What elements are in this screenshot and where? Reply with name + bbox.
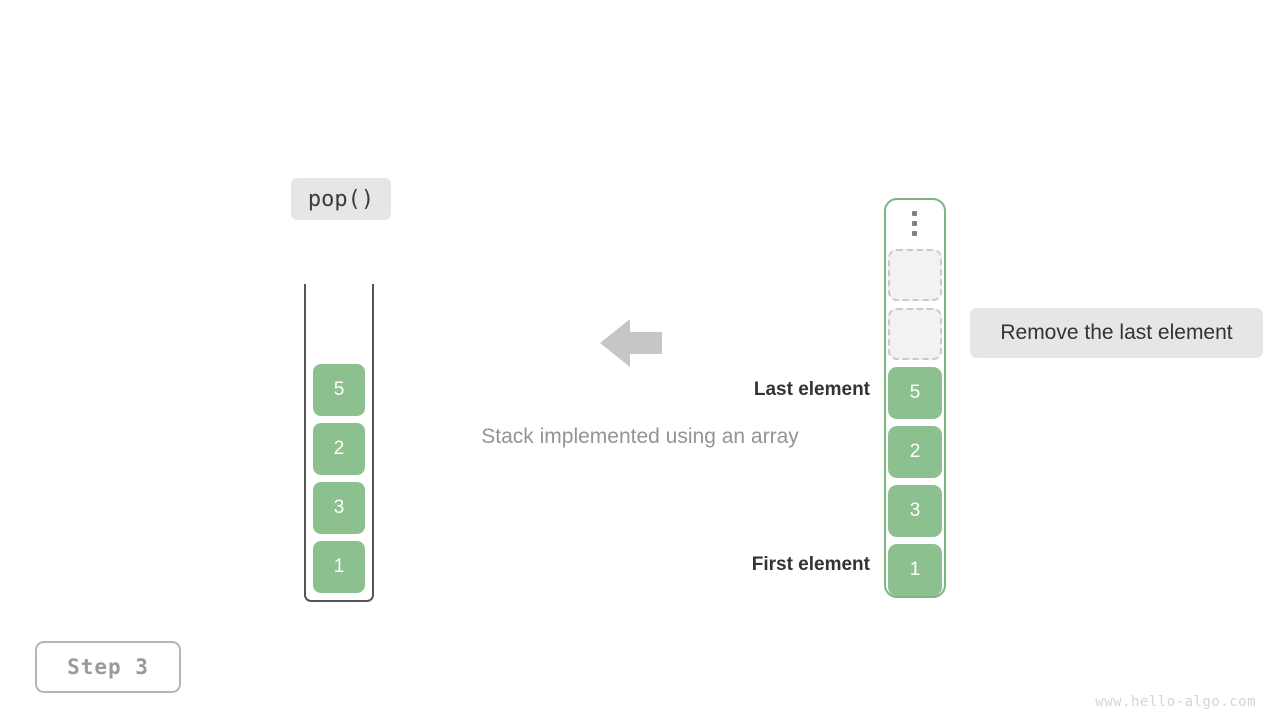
step-badge: Step 3 [35,641,181,693]
ellipsis-dot [911,211,917,216]
annotation-first-element: First element [751,554,870,575]
array-empty-slot [888,249,942,301]
left-arrow-icon [600,317,662,369]
array-cell: 5 [888,367,942,419]
stack-cell: 1 [313,541,365,593]
array-cell: 3 [888,485,942,537]
stack-cell: 3 [313,482,365,534]
operation-badge: pop() [291,178,391,220]
stack-cell: 2 [313,423,365,475]
caption-text: Stack implemented using an array [481,425,799,448]
callout-remove-last-element: Remove the last element [970,308,1263,358]
ellipsis-dot [911,231,917,236]
ellipsis-dot [911,221,917,226]
watermark: www.hello-algo.com [1095,694,1256,710]
array-cell: 2 [888,426,942,478]
array-empty-slot [888,308,942,360]
caption: Stack implemented using an array [0,425,1280,449]
annotation-last-element: Last element [753,379,870,400]
stack-container-open [304,284,374,602]
array-cell-list: 5 2 3 1 [888,249,942,596]
stack-cell-list: 5 2 3 1 [313,364,365,593]
array-cell: 1 [888,544,942,596]
vertical-ellipsis-icon [911,211,917,236]
stack-cell: 5 [313,364,365,416]
